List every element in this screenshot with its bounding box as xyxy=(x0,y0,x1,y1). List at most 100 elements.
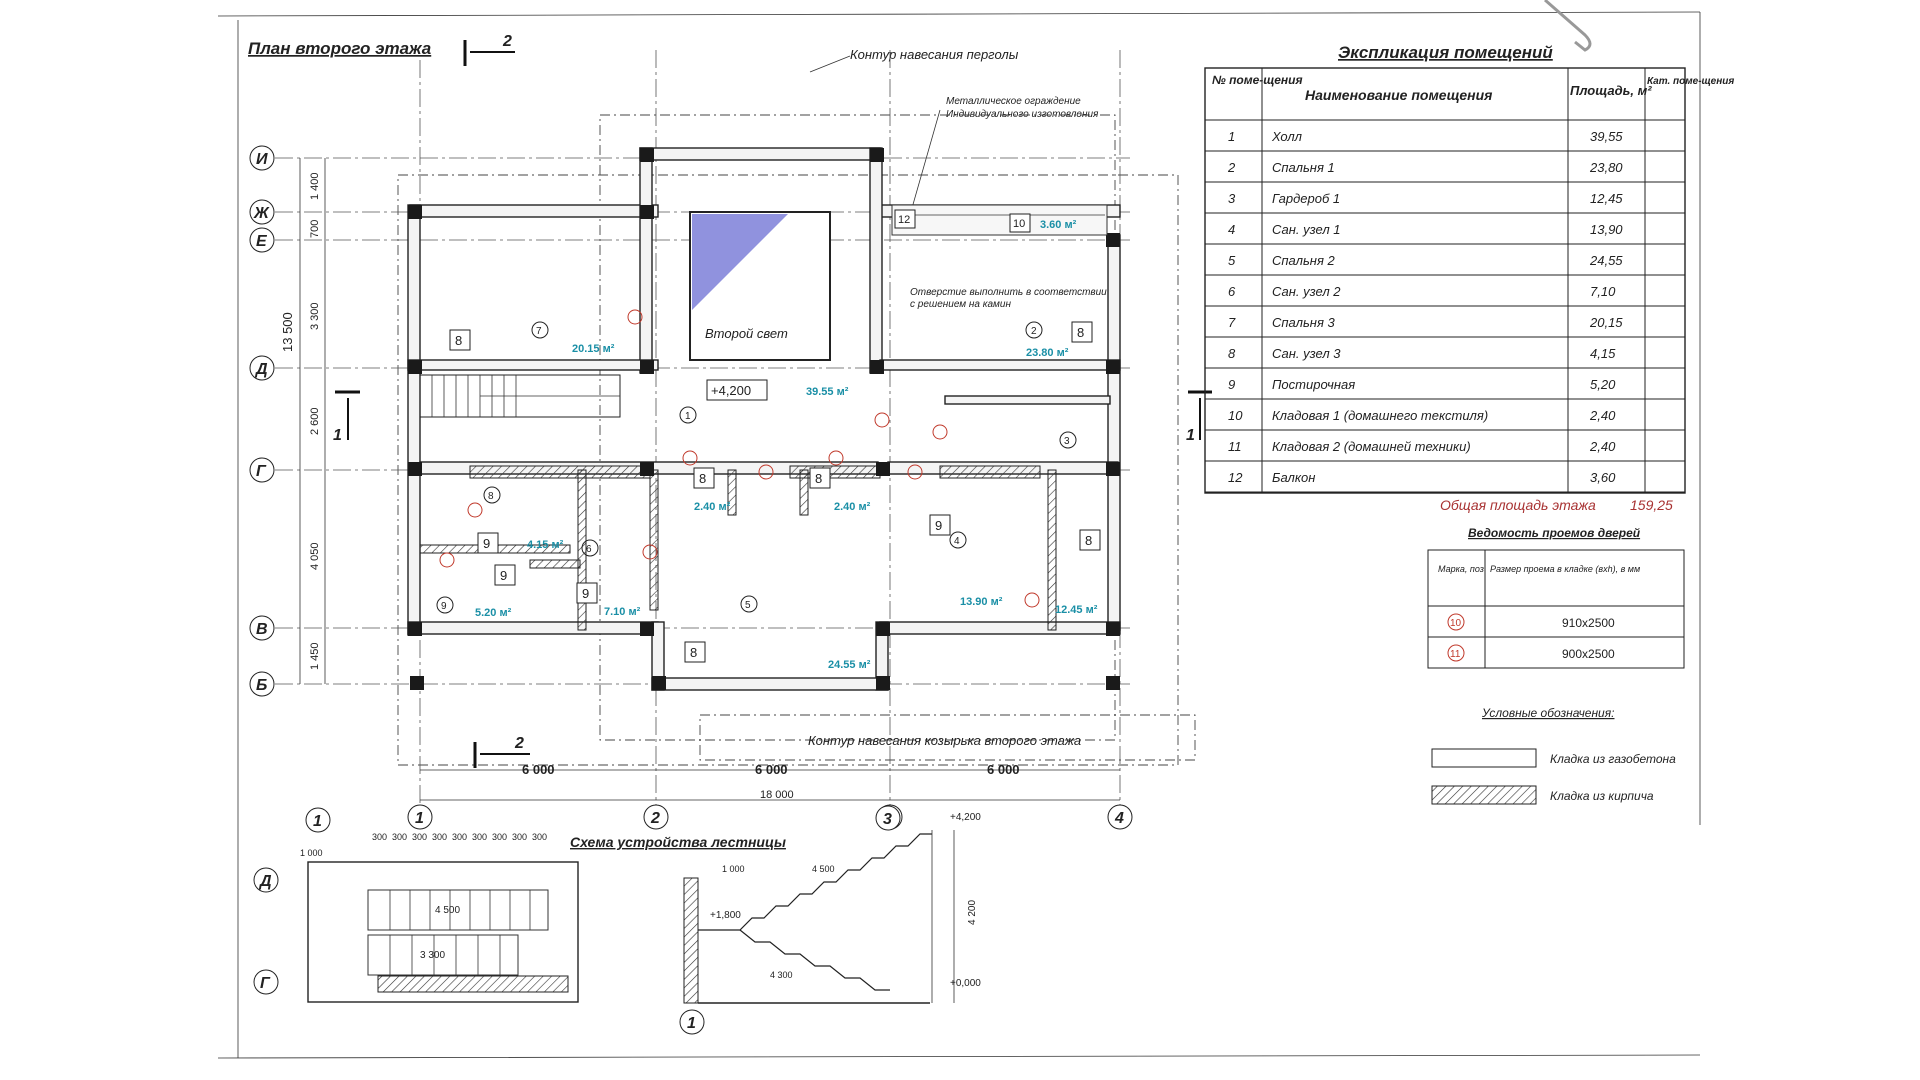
room-balcony-12: 12 xyxy=(894,209,916,229)
exp-cell-area: 7,10 xyxy=(1590,284,1616,299)
svg-text:2.40 м²: 2.40 м² xyxy=(834,501,871,513)
stair-dim-top-5: 300 xyxy=(452,832,467,842)
stair-dim-top-0: 1 000 xyxy=(300,848,323,858)
exp-cell-name: Спальня 2 xyxy=(1272,253,1336,268)
doors-row-0-mark: 10 xyxy=(1450,618,1462,629)
doors-header-mark: Марка, поз xyxy=(1438,564,1484,574)
exp-cell-num: 10 xyxy=(1228,408,1243,423)
exp-cell-num: 4 xyxy=(1228,222,1235,237)
exp-header-num: № поме-щения xyxy=(1212,73,1303,87)
svg-text:8: 8 xyxy=(815,471,822,486)
exp-cell-name: Спальня 1 xyxy=(1272,160,1335,175)
svg-text:23.80 м²: 23.80 м² xyxy=(1026,347,1069,359)
exp-cell-area: 39,55 xyxy=(1590,129,1623,144)
opening-label-1: Отверстие выполнить в соответствии xyxy=(910,287,1107,298)
exp-cell-name: Балкон xyxy=(1272,470,1315,485)
svg-text:8: 8 xyxy=(1085,533,1092,548)
svg-text:5.20 м²: 5.20 м² xyxy=(475,607,512,619)
exp-cell-num: 8 xyxy=(1228,346,1236,361)
total-area-value: 159,25 xyxy=(1630,497,1673,513)
svg-text:9: 9 xyxy=(441,601,447,612)
row-dim-0: 1 400 xyxy=(309,172,321,200)
exp-cell-area: 12,45 xyxy=(1590,191,1623,206)
svg-text:12: 12 xyxy=(898,214,910,226)
svg-text:9: 9 xyxy=(483,536,490,551)
legend-swatch-brick xyxy=(1431,785,1537,805)
columns xyxy=(408,148,1120,690)
room-balcony-10: 10 3.60 м² xyxy=(1009,213,1077,233)
legend-title: Условные обозначения: xyxy=(1481,706,1614,720)
stair-run-1: 4 500 xyxy=(435,905,460,916)
row-dim-3: 2 600 xyxy=(309,407,321,435)
svg-text:Д: Д xyxy=(254,361,268,378)
doors-row-1-mark: 11 xyxy=(1450,649,1461,660)
exp-cell-area: 5,20 xyxy=(1590,377,1616,392)
frame-bottom xyxy=(217,1054,1701,1059)
exp-cell-name: Кладовая 2 (домашней техники) xyxy=(1272,439,1471,454)
second-light-shade xyxy=(692,214,788,310)
stair-dim-top-8: 300 xyxy=(512,832,527,842)
svg-text:Ж: Ж xyxy=(253,205,270,222)
svg-text:В: В xyxy=(256,621,268,638)
room-10: 8 2.40 м² xyxy=(693,467,731,513)
row-axis-bubble-5: В xyxy=(249,615,275,641)
door-mark-11-icon xyxy=(1447,644,1465,662)
stair-axis-bubble-1: 1 xyxy=(305,807,331,833)
section-1-left-label: 1 xyxy=(333,427,342,444)
level-mark: +4,200 xyxy=(711,383,751,398)
section-mark-label-top: 2 xyxy=(502,33,512,50)
col-axis-bubble-0: 1 xyxy=(407,804,433,830)
pergola-label: Контур навесания перголы xyxy=(850,47,1019,62)
exp-cell-name: Сан. узел 2 xyxy=(1272,284,1341,299)
doors-title: Ведомость проемов дверей xyxy=(1468,526,1641,540)
row-axis-bubble-2: Е xyxy=(249,227,275,253)
pergola-leader xyxy=(809,55,851,73)
exp-cell-area: 4,15 xyxy=(1590,346,1616,361)
room-7: 8 7 20.15 м² xyxy=(449,321,615,355)
col-axes xyxy=(419,50,1121,810)
explication-table xyxy=(1204,67,1686,494)
stair-height: 4 200 xyxy=(967,900,978,925)
height-total-dim: 13 500 xyxy=(280,312,295,352)
stair-section-axis-1: 1 xyxy=(679,1009,705,1035)
room-3: 8 3 12.45 м² xyxy=(1055,431,1101,616)
col-axis-bubble-1: 2 xyxy=(643,804,669,830)
stair-axis-bubble-d: Д xyxy=(253,867,279,893)
exp-cell-name: Холл xyxy=(1271,129,1303,144)
exp-cell-num: 12 xyxy=(1228,470,1243,485)
svg-text:8: 8 xyxy=(699,471,706,486)
exp-cell-area: 13,90 xyxy=(1590,222,1623,237)
exp-cell-num: 9 xyxy=(1228,377,1235,392)
stair-dim-top-2: 300 xyxy=(392,832,407,842)
exp-header-name: Наименование помещения xyxy=(1305,87,1492,103)
svg-text:1: 1 xyxy=(685,411,691,422)
stair-run-2: 3 300 xyxy=(420,950,445,961)
legend-item-1: Кладка из кирпича xyxy=(1550,789,1654,803)
svg-text:2: 2 xyxy=(650,810,660,827)
canopy-front xyxy=(699,714,1196,761)
svg-text:24.55 м²: 24.55 м² xyxy=(828,659,871,671)
row-axis-bubble-4: Г xyxy=(249,457,275,483)
exp-cell-num: 11 xyxy=(1228,439,1242,454)
row-dim-2: 3 300 xyxy=(309,302,321,330)
svg-text:1: 1 xyxy=(415,810,424,827)
explication-title: Экспликация помещений xyxy=(1338,43,1553,62)
doors-row-0-size: 910х2500 xyxy=(1562,616,1615,630)
section-1-right-label: 1 xyxy=(1186,427,1195,444)
svg-text:12.45 м²: 12.45 м² xyxy=(1055,604,1098,616)
exp-cell-name: Сан. узел 1 xyxy=(1272,222,1341,237)
exp-cell-num: 1 xyxy=(1228,129,1235,144)
exp-header-area: Площадь, м² xyxy=(1570,83,1652,98)
svg-text:8: 8 xyxy=(1077,325,1084,340)
exp-cell-num: 5 xyxy=(1228,253,1236,268)
svg-text:Е: Е xyxy=(256,233,268,250)
stair-landing-level: +1,800 xyxy=(710,910,741,921)
svg-text:4.15 м²: 4.15 м² xyxy=(527,539,564,551)
stair-sec-dim: 4 500 xyxy=(812,864,835,874)
stair-section xyxy=(683,830,955,1004)
span-dim-0: 6 000 xyxy=(522,762,555,777)
svg-text:3: 3 xyxy=(1064,436,1070,447)
exp-cell-name: Сан. узел 3 xyxy=(1272,346,1341,361)
